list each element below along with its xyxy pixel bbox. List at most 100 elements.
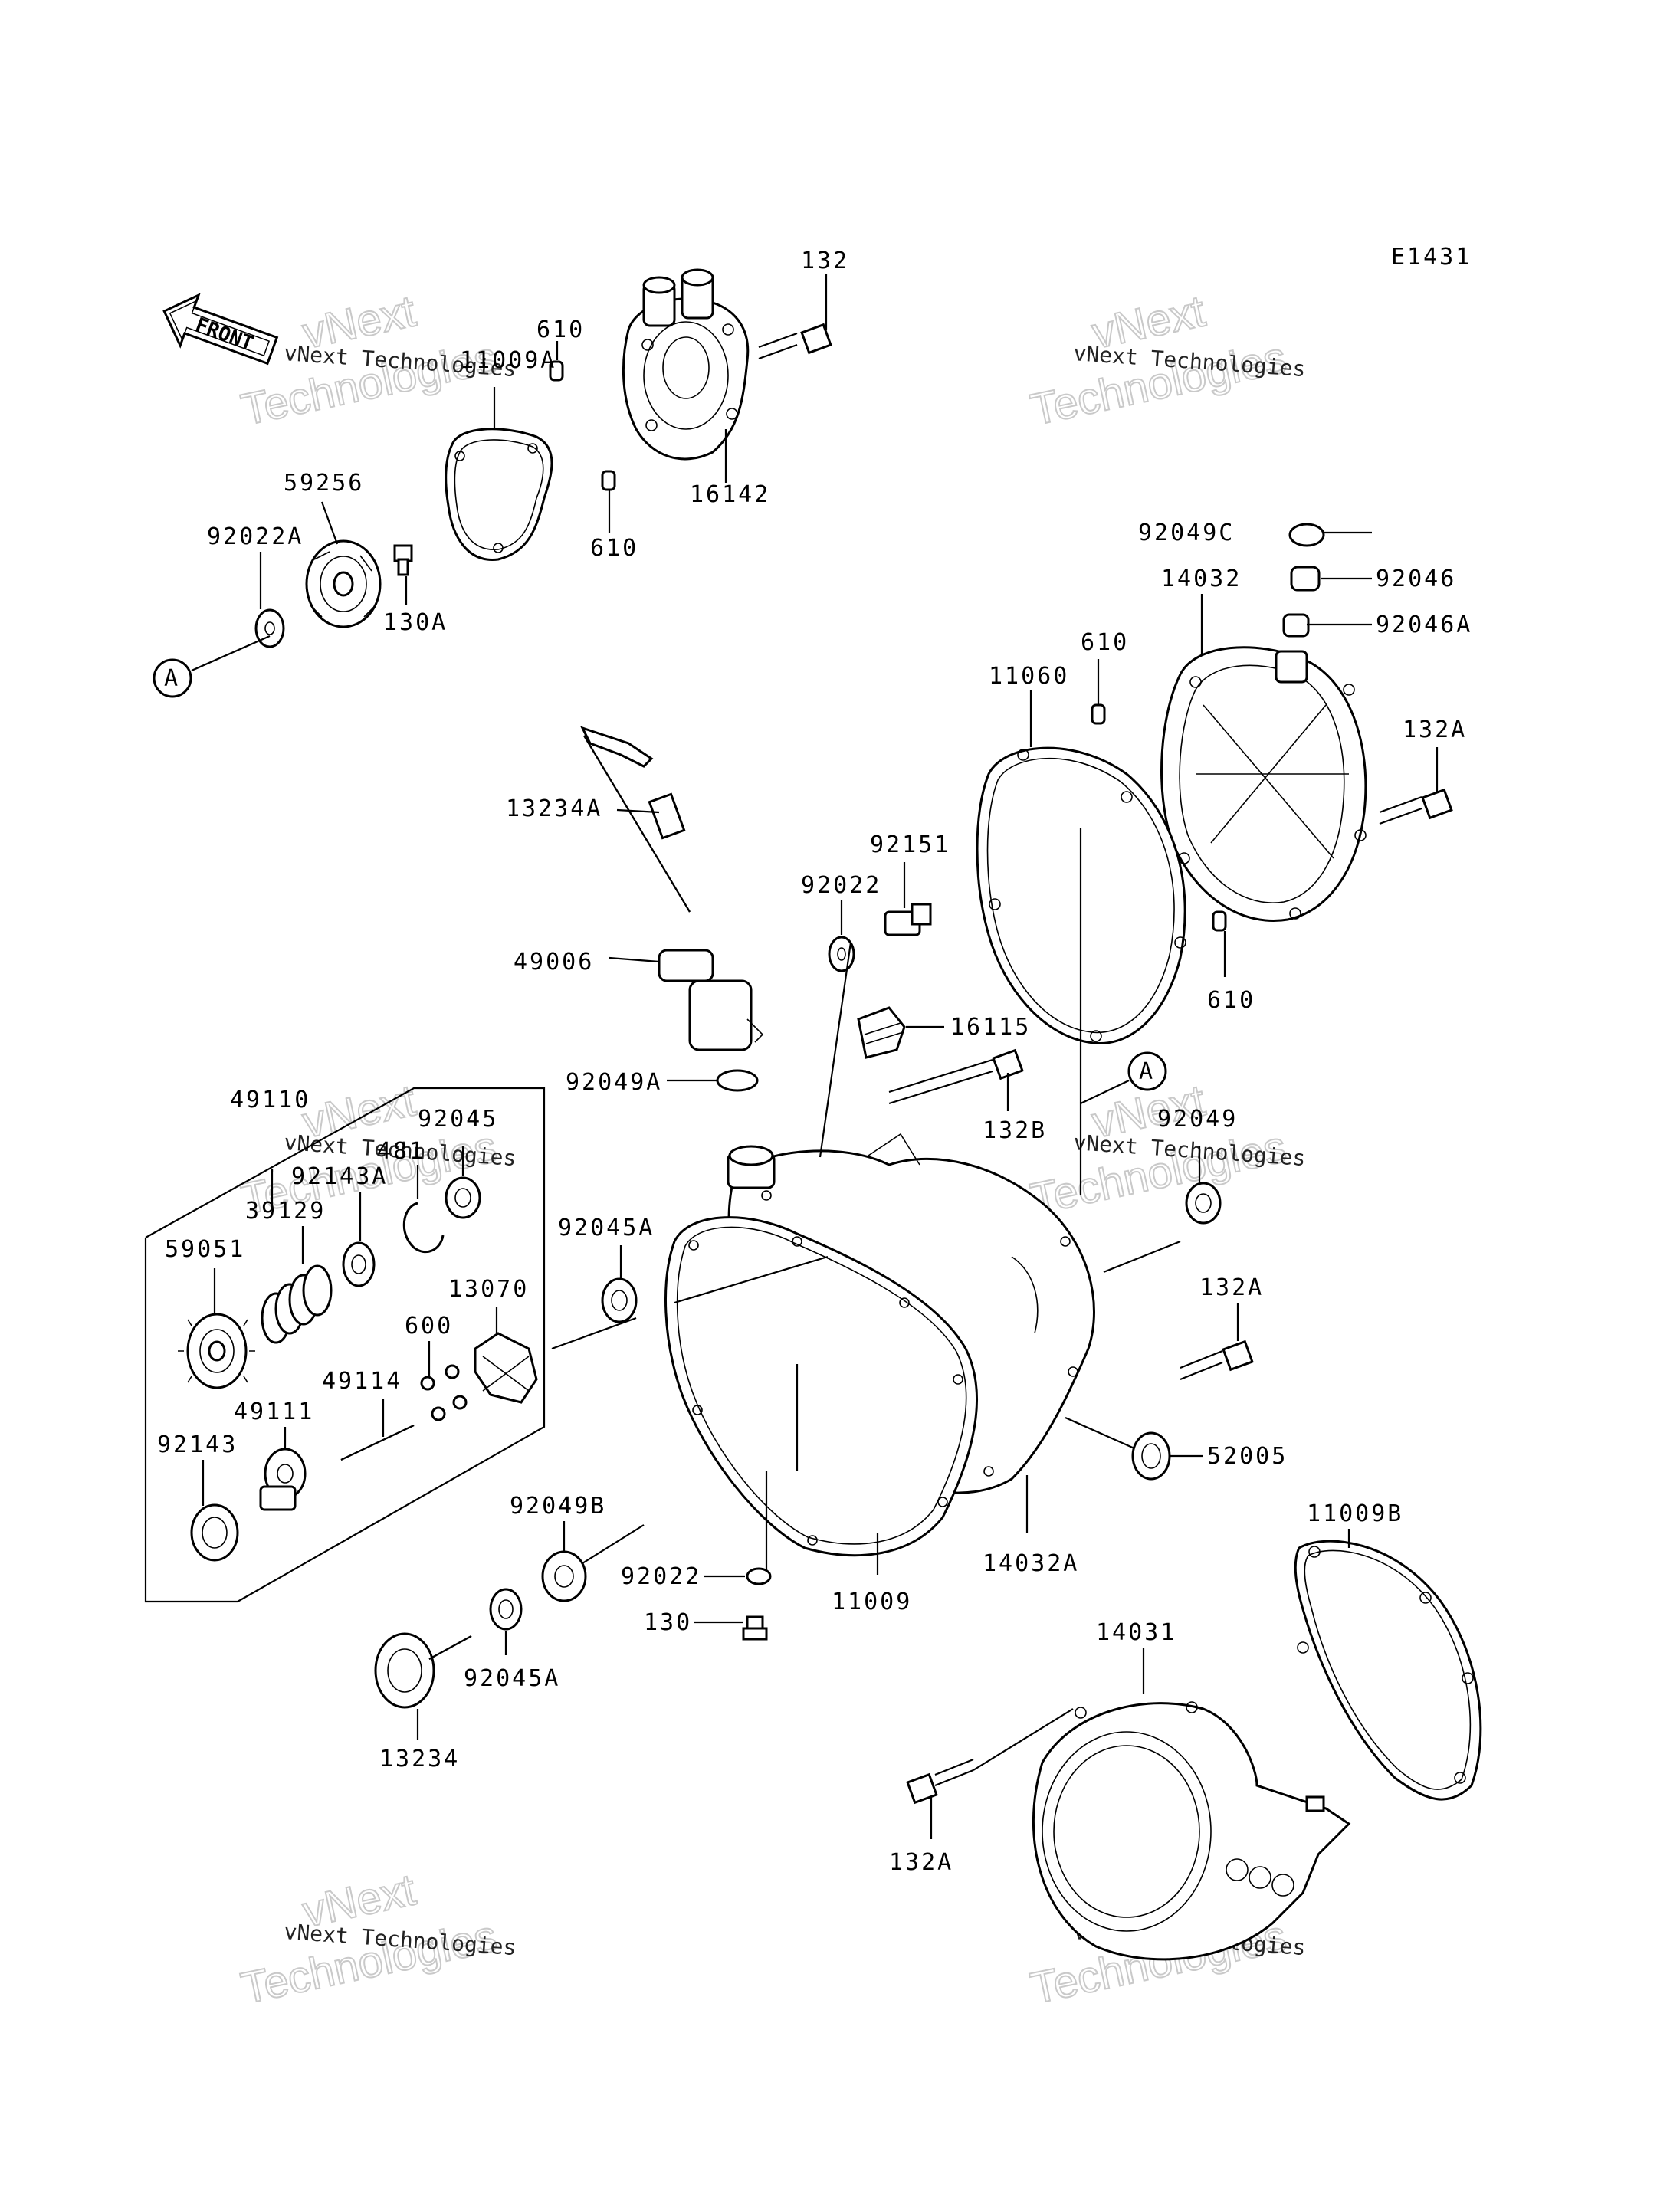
label-92045: 92045 [418,1106,498,1133]
seal-92049C [1288,523,1325,547]
label-11060: 11060 [989,663,1069,690]
impeller-59256 [305,539,382,628]
bolt-132A-right [1379,788,1453,825]
washer-92022-a [828,936,855,972]
label-92143A: 92143A [291,1163,388,1190]
bolt-132-top [758,323,832,360]
bushing-92046A [1282,613,1310,638]
label-610-a: 610 [536,316,585,343]
bolt-132A-middle [1180,1340,1254,1381]
front-arrow-icon: FRONT [162,293,279,366]
label-59256: 59256 [284,470,364,497]
label-49110: 49110 [230,1087,310,1113]
svg-text:A: A [1139,1058,1155,1085]
washer-92022-b [746,1567,772,1585]
label-16115: 16115 [950,1014,1031,1041]
gasket-11009 [664,1216,978,1557]
bolt-130 [742,1615,768,1641]
label-130: 130 [644,1609,692,1636]
label-132A-right: 132A [1403,716,1467,743]
ball-600-b [445,1364,460,1379]
ball-600-d [452,1395,468,1410]
dowel-pin-610-d [1212,910,1227,932]
bearing-92045 [445,1176,481,1219]
gear-shaft-13234 [374,1632,472,1709]
label-52005: 52005 [1207,1443,1288,1470]
label-11009B: 11009B [1307,1500,1403,1527]
watermark-top-right: vNext Technologies vNext Technologies [1025,285,1306,435]
shaft-49114 [340,1425,415,1461]
bolt-132A-bottom [906,1758,974,1805]
seal-92049B [541,1550,587,1602]
ball-600-a [420,1376,435,1391]
label-132A-bottom: 132A [889,1849,953,1876]
gasket-11009A [445,428,553,561]
washer-92143 [190,1503,239,1562]
label-14032: 14032 [1161,566,1242,592]
label-13234: 13234 [379,1746,460,1772]
ball-600-c [431,1406,446,1421]
label-481: 481 [377,1138,425,1165]
svg-text:A: A [164,665,180,692]
label-610-b: 610 [590,535,638,562]
gasket-11009B [1294,1540,1482,1801]
label-130A: 130A [383,609,448,636]
label-92151: 92151 [870,831,950,858]
seal-92049A [716,1069,759,1092]
pump-cover-16142 [622,268,750,461]
diagram-code: E1431 [1391,244,1472,271]
label-92046: 92046 [1376,566,1456,592]
label-600: 600 [405,1313,453,1340]
coupling-13070 [474,1332,538,1404]
label-49114: 49114 [322,1368,402,1395]
label-13070: 13070 [448,1276,529,1303]
label-92143: 92143 [157,1431,238,1458]
bearing-92045A-b [489,1588,523,1631]
label-14032A: 14032A [983,1550,1079,1577]
plug-92151 [884,903,932,936]
leader-lines [191,274,1439,1839]
bolt-132B [888,1048,1024,1105]
label-49111: 49111 [234,1399,314,1425]
dowel-pin-610-b [601,470,616,491]
label-92022-b: 92022 [621,1563,701,1590]
label-49006: 49006 [514,949,594,976]
label-610-d: 610 [1207,987,1255,1014]
label-92046A: 92046A [1376,612,1472,638]
label-92049C: 92049C [1138,520,1235,546]
label-92022-a: 92022 [801,872,881,899]
washer-92022A [254,608,285,648]
bearing-92045A-a [601,1277,638,1323]
dowel-pin-610-a [549,360,564,382]
gear-59051 [178,1313,255,1389]
callout-A-mid: A [1127,1051,1167,1091]
bushing-92046 [1290,566,1321,592]
label-39129: 39129 [245,1198,326,1225]
part-labels: 132 610 11009A 16142 610 59256 92022A 13… [157,248,1472,1876]
label-92049A: 92049A [566,1069,662,1096]
clutch-cover-14032 [1160,646,1367,922]
label-92045A-a: 92045A [558,1215,655,1241]
seal-92049 [1185,1182,1222,1225]
watermark-bottom-left: vNext Technologies vNext Technologies [236,1864,517,2014]
label-11009: 11009 [832,1589,912,1615]
label-16142: 16142 [690,481,770,508]
cap-52005 [1131,1431,1171,1481]
governor-49006 [658,949,764,1051]
callout-A-top: A [153,658,192,698]
label-14031: 14031 [1096,1619,1176,1646]
label-11009A: 11009A [460,347,556,374]
label-13234A: 13234A [506,795,602,822]
watermark-mid-right: vNext Technologies vNext Technologies [1025,1074,1306,1225]
label-610-c: 610 [1081,629,1129,656]
label-92022A: 92022A [207,523,304,550]
circlip-481 [402,1202,445,1253]
magneto-cover-14031 [1032,1701,1351,1961]
label-132-top: 132 [801,248,849,274]
label-59051: 59051 [165,1236,245,1263]
label-132A-middle: 132A [1199,1274,1264,1301]
bolt-130A [393,544,413,576]
label-92049B: 92049B [510,1493,606,1520]
dowel-pin-610-c [1091,703,1106,725]
